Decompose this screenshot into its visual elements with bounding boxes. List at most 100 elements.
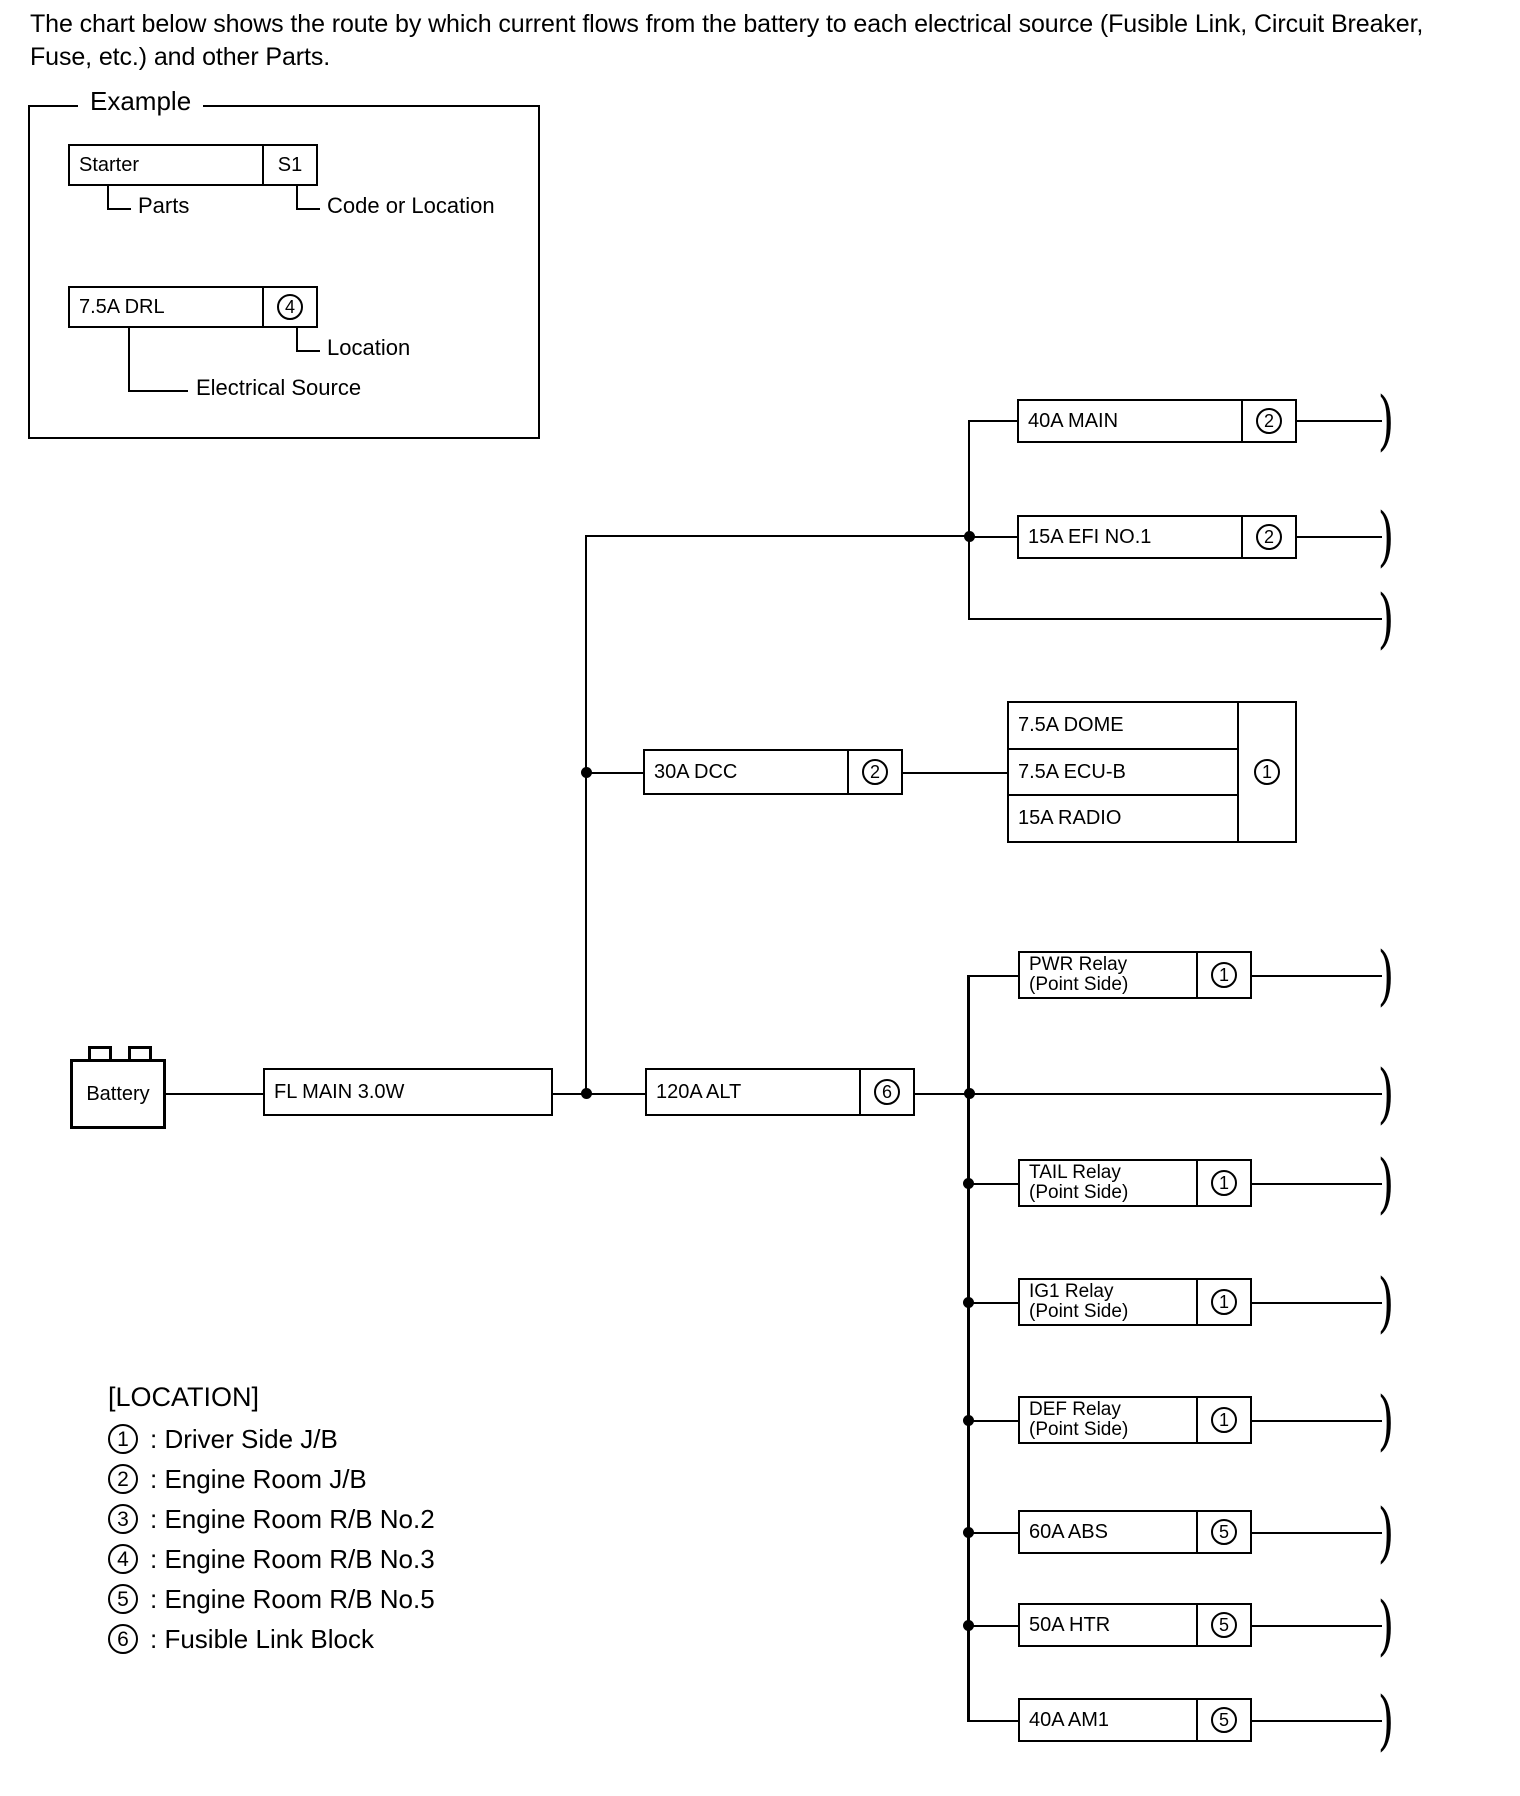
part-box-40a-am1: 40A AM1 5 [1018, 1698, 1252, 1742]
location-circle-icon: 5 [1211, 1519, 1237, 1545]
leader-line-source-h [128, 390, 188, 392]
leader-line-source-v [128, 328, 130, 392]
part-code-tail-relay: 1 [1196, 1161, 1250, 1205]
wire-junction-to-alt [627, 1093, 647, 1095]
connector-squiggle-icon: ) [1377, 1265, 1395, 1341]
location-circle-icon: 2 [108, 1464, 138, 1494]
leader-line-parts-v [107, 186, 109, 210]
legend-item: 3 : Engine Room R/B No.2 [108, 1499, 435, 1539]
legend-item-text: : Engine Room R/B No.5 [150, 1583, 435, 1614]
part-code-pwr-relay: 1 [1196, 953, 1250, 997]
part-name-fl-main: FL MAIN 3.0W [274, 1080, 405, 1103]
location-circle-icon: 6 [874, 1079, 900, 1105]
connector-squiggle-icon: ) [1377, 499, 1395, 575]
part-code-def-relay: 1 [1196, 1398, 1250, 1442]
battery-symbol: Battery [70, 1059, 166, 1129]
part-name-7-5a-ecu-b: 7.5A ECU-B [1018, 760, 1126, 783]
fuse-row-ecu-b: 7.5A ECU-B [1009, 750, 1237, 797]
location-circle-icon: 1 [108, 1424, 138, 1454]
wire-alt-distribution-bus [967, 975, 970, 1721]
connector-squiggle-icon: ) [1377, 383, 1395, 459]
example-label-parts: Parts [138, 193, 190, 218]
connector-squiggle-icon: ) [1377, 1056, 1395, 1132]
wire-to-ig1-relay [967, 1302, 1020, 1304]
leader-line-code-v [296, 186, 298, 210]
fuse-row-dome: 7.5A DOME [1009, 703, 1237, 750]
wire-to-def-relay [967, 1420, 1020, 1422]
wire-alt-out [915, 1093, 975, 1095]
wire-15a-efi-out [1297, 536, 1382, 538]
part-name-def-relay: DEF Relay (Point Side) [1029, 1399, 1129, 1440]
wire-50a-htr-out [1252, 1625, 1382, 1627]
part-code-60a-abs: 5 [1196, 1512, 1250, 1552]
wire-tail-relay-out [1252, 1183, 1382, 1185]
part-box-30a-dcc: 30A DCC 2 [643, 749, 903, 795]
junction-dot-main [581, 1088, 592, 1099]
part-box-40a-main: 40A MAIN 2 [1017, 399, 1297, 443]
part-name-pwr-relay: PWR Relay (Point Side) [1029, 954, 1129, 995]
part-name-40a-am1: 40A AM1 [1029, 1708, 1110, 1731]
wire-to-15a-efi [968, 536, 1018, 538]
example-label-location: Location [327, 335, 411, 360]
battery-label: Battery [86, 1082, 150, 1105]
part-box-pwr-relay: PWR Relay (Point Side) 1 [1018, 951, 1252, 999]
connector-squiggle-icon: ) [1377, 1588, 1395, 1664]
connector-squiggle-icon: ) [1377, 1683, 1395, 1759]
example-label-code-or-location: Code or Location [327, 193, 495, 218]
wire-pwr-relay-out [1252, 975, 1382, 977]
part-code-30a-dcc: 2 [847, 751, 901, 793]
intro-paragraph: The chart below shows the route by which… [30, 10, 1424, 71]
wire-ig1-relay-out [1252, 1302, 1382, 1304]
legend-item: 4 : Engine Room R/B No.3 [108, 1539, 435, 1579]
example-part-code: S1 [262, 146, 316, 184]
fuse-stack-dcc: 7.5A DOME 7.5A ECU-B 15A RADIO 1 [1007, 701, 1297, 843]
part-name-tail-relay: TAIL Relay (Point Side) [1029, 1162, 1129, 1203]
part-box-120a-alt: 120A ALT 6 [645, 1068, 915, 1116]
part-box-fl-main: FL MAIN 3.0W [263, 1068, 553, 1116]
example-source-name: 7.5A DRL [79, 295, 165, 318]
location-circle-icon: 5 [108, 1584, 138, 1614]
location-legend: [LOCATION] 1 : Driver Side J/B 2 : Engin… [108, 1382, 435, 1659]
part-box-tail-relay: TAIL Relay (Point Side) 1 [1018, 1159, 1252, 1207]
connector-squiggle-icon: ) [1377, 938, 1395, 1014]
location-legend-title: [LOCATION] [108, 1382, 260, 1412]
location-circle-icon: 2 [1256, 408, 1282, 434]
location-circle-icon: 6 [108, 1624, 138, 1654]
location-circle-icon: 4 [277, 294, 303, 320]
leader-line-location-v [296, 328, 298, 352]
part-code-50a-htr: 5 [1196, 1605, 1250, 1645]
example-part-box-starter: Starter S1 [68, 144, 318, 186]
part-name-7-5a-dome: 7.5A DOME [1018, 713, 1124, 736]
wire-to-50a-htr [967, 1625, 1020, 1627]
fuse-stack-location: 1 [1237, 703, 1295, 841]
location-circle-icon: 1 [1254, 759, 1280, 785]
legend-item-text: : Driver Side J/B [150, 1423, 338, 1454]
example-part-name: Starter [79, 153, 140, 176]
connector-squiggle-icon: ) [1377, 1146, 1395, 1222]
part-box-15a-efi-no1: 15A EFI NO.1 2 [1017, 515, 1297, 559]
part-code-40a-main: 2 [1241, 401, 1295, 441]
wire-efi-riser-vertical [968, 420, 970, 620]
wire-to-tail-relay [967, 1183, 1020, 1185]
leader-line-location-h [296, 350, 320, 352]
wire-to-40a-am1 [967, 1720, 1020, 1722]
wire-40a-am1-out [1252, 1720, 1382, 1722]
wire-def-relay-out [1252, 1420, 1382, 1422]
part-box-60a-abs: 60A ABS 5 [1018, 1510, 1252, 1554]
legend-item-text: : Engine Room J/B [150, 1463, 367, 1494]
wire-battery-to-flmain [166, 1093, 265, 1095]
wire-to-60a-abs [967, 1532, 1020, 1534]
legend-item: 2 : Engine Room J/B [108, 1459, 435, 1499]
part-box-50a-htr: 50A HTR 5 [1018, 1603, 1252, 1647]
legend-item-text: : Fusible Link Block [150, 1623, 374, 1654]
wire-40a-main-out [1297, 420, 1382, 422]
battery-terminal-negative [128, 1046, 152, 1059]
part-box-def-relay: DEF Relay (Point Side) 1 [1018, 1396, 1252, 1444]
location-circle-icon: 2 [1256, 524, 1282, 550]
battery-terminal-positive [88, 1046, 112, 1059]
part-code-120a-alt: 6 [859, 1070, 913, 1114]
fuse-row-radio: 15A RADIO [1009, 796, 1237, 841]
location-circle-icon: 2 [862, 759, 888, 785]
location-circle-icon: 5 [1211, 1707, 1237, 1733]
wire-alt-direct-branch [967, 1093, 1382, 1095]
